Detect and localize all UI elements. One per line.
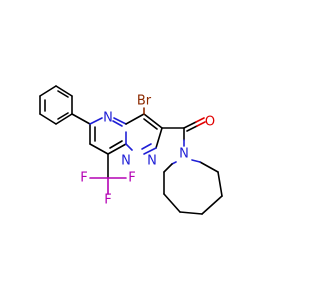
bromine-label: Br xyxy=(137,94,152,109)
nitrogen-pyrazole-label: N xyxy=(147,154,157,169)
carbonyl-group xyxy=(161,117,206,147)
phenyl-ring xyxy=(39,85,73,125)
molecule-structure: N N N N Br O F F F xyxy=(39,85,223,215)
fluorine-right-label: F xyxy=(128,171,135,186)
azepane-ring xyxy=(163,159,223,215)
nitrogen-bridge-label: N xyxy=(121,154,131,169)
oxygen-label: O xyxy=(205,115,215,130)
phenyl-link-bond xyxy=(71,113,91,125)
pyrimidine-ring xyxy=(89,117,127,155)
trifluoromethyl-group xyxy=(89,153,127,195)
fluorine-bottom-label: F xyxy=(104,193,111,208)
nitrogen-azepane-label: N xyxy=(179,147,189,162)
pyrazole-ring xyxy=(125,113,163,155)
nitrogen-pyrimidine-label: N xyxy=(103,111,113,126)
fluorine-left-label: F xyxy=(80,171,87,186)
